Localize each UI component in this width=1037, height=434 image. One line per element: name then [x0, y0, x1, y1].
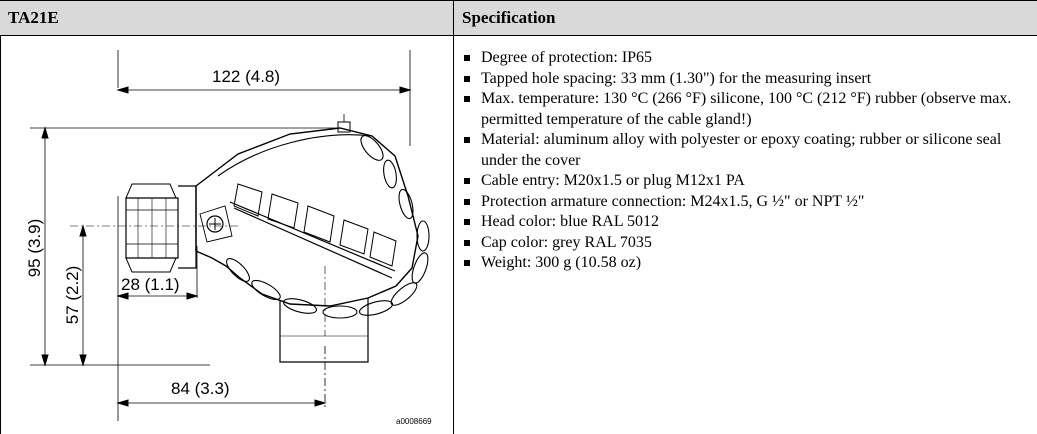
dimension-gland-offset-label: 28 (1.1) [121, 275, 180, 294]
column-divider [453, 36, 454, 434]
spec-item: Head color: blue RAL 5012 [464, 212, 1034, 233]
dimension-width-label: 122 (4.8) [212, 67, 280, 86]
spec-item: Tapped hole spacing: 33 mm (1.30") for t… [464, 69, 1034, 90]
table-left-border [0, 36, 1, 434]
spec-item: Degree of protection: IP65 [464, 48, 1034, 69]
header-cell-specification: Specification [453, 0, 1037, 36]
terminal-head-drawing: 122 (4.8) 95 (3.9) 57 (2.2) 28 (1.1) 84 … [25, 50, 432, 426]
spec-item: Protection armature connection: M24x1.5,… [464, 192, 1034, 213]
model-name: TA21E [8, 8, 59, 27]
specification-list: Degree of protection: IP65 Tapped hole s… [464, 48, 1034, 274]
dimension-axis-height-label: 57 (2.2) [63, 266, 82, 325]
dimension-height-label: 95 (3.9) [25, 219, 44, 278]
spec-item: Cap color: grey RAL 7035 [464, 233, 1034, 254]
spec-item: Max. temperature: 130 °C (266 °F) silico… [464, 89, 1034, 130]
figure-id: a0008669 [396, 417, 432, 426]
header-cell-model: TA21E [0, 0, 453, 36]
spec-item: Cable entry: M20x1.5 or plug M12x1 PA [464, 171, 1034, 192]
specification-heading: Specification [462, 8, 556, 27]
spec-item: Material: aluminum alloy with polyester … [464, 130, 1034, 171]
spec-item: Weight: 300 g (10.58 oz) [464, 253, 1034, 274]
dimension-neck-offset-label: 84 (3.3) [171, 379, 230, 398]
